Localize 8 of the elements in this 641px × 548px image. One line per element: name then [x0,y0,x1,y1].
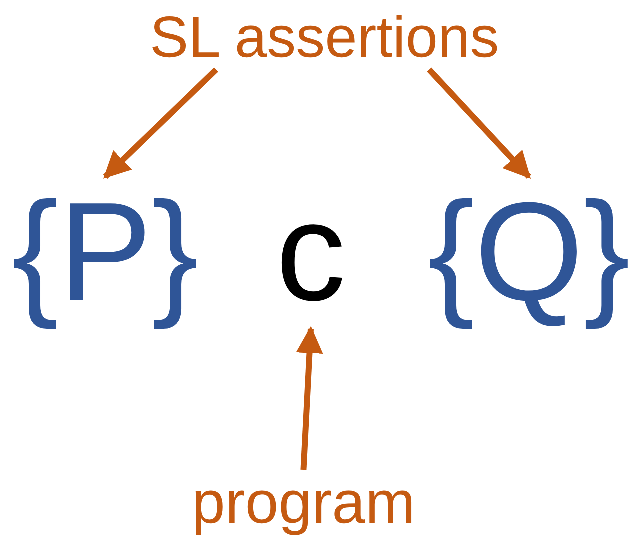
annotation-label: SL assertions [150,6,500,70]
annotation-label: program [192,470,416,536]
command-text: c [276,175,346,329]
arrow [103,68,218,180]
arrow [296,326,324,470]
postcondition-text: {Q} [428,175,630,329]
arrow [427,68,532,180]
precondition-text: {P} [12,175,199,329]
